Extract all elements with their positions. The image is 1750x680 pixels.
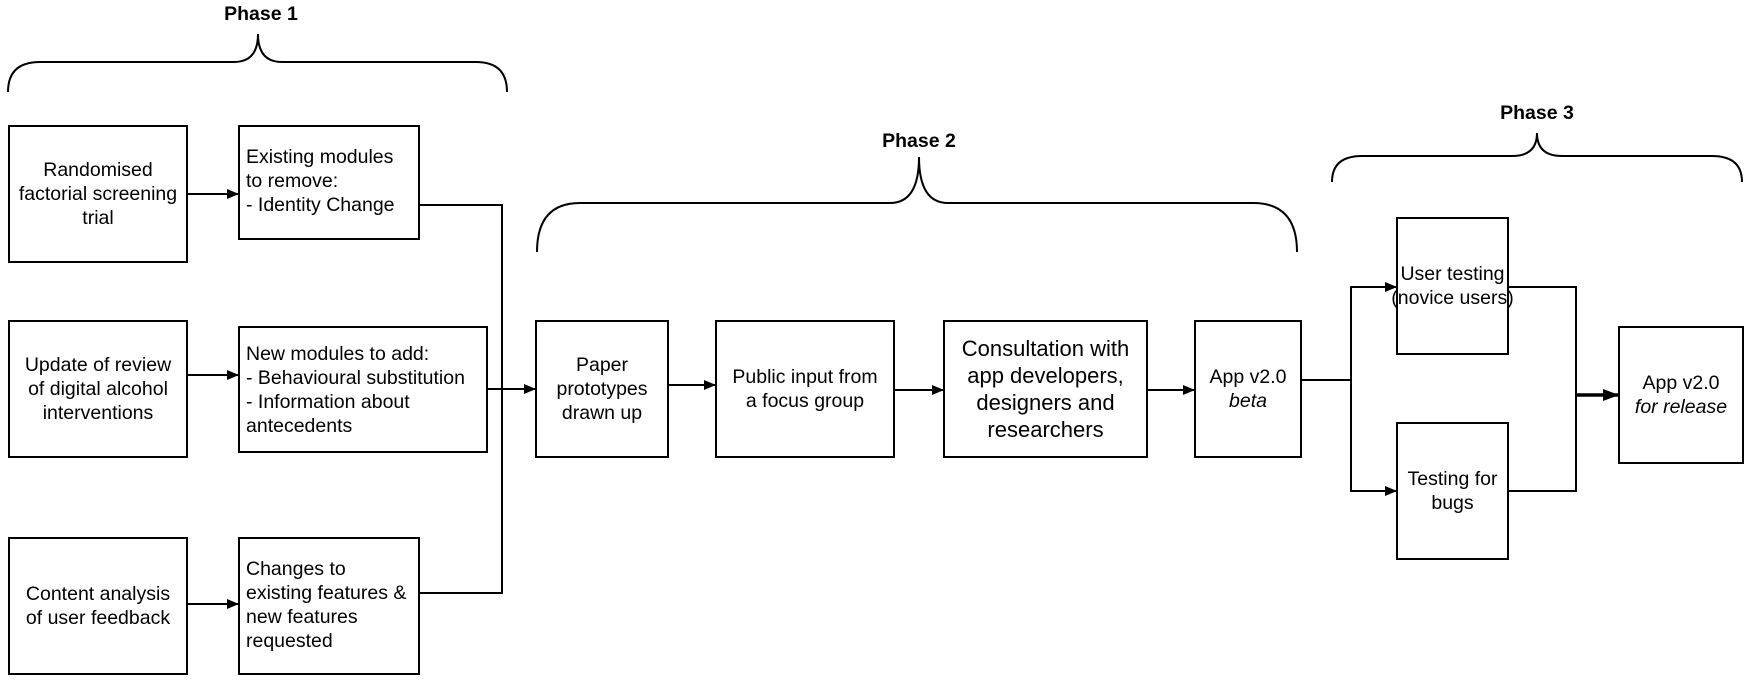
box-factorial-trial-line-2: factorial screening [18, 183, 178, 205]
box-review-update-line-3: interventions [42, 402, 154, 424]
box-bug-testing-line-1: Testing for [1407, 468, 1498, 490]
box-consultation: Consultation with app developers, design… [943, 320, 1148, 458]
box-content-analysis-line-1: Content analysis [25, 583, 171, 605]
phase-3-brace [1331, 132, 1743, 183]
box-factorial-trial-line-3: trial [82, 207, 114, 229]
box-app-release-line-2: for release [1634, 396, 1728, 418]
box-bug-testing: Testing for bugs [1396, 422, 1509, 560]
phase-3-label: Phase 3 [1500, 102, 1574, 124]
box-content-analysis-line-2: of user feedback [25, 607, 171, 629]
box-paper-prototypes-line-1: Paper [575, 354, 629, 376]
box-app-release-line-1: App v2.0 [1642, 372, 1720, 394]
phase-1-label: Phase 1 [224, 3, 298, 25]
box-review-update-line-2: of digital alcohol [28, 378, 168, 400]
box-public-input: Public input from a focus group [715, 320, 895, 458]
box-feature-changes-line-4: requested [246, 630, 333, 652]
box-public-input-line-1: Public input from [732, 366, 878, 388]
arrow-split-to-usertest [1350, 282, 1397, 491]
box-modules-add-line-4: antecedents [246, 414, 353, 437]
box-public-input-line-2: a focus group [745, 390, 865, 412]
box-consultation-line-1: Consultation with [961, 336, 1130, 361]
box-factorial-trial: Randomised factorial screening trial [8, 125, 188, 263]
arrow-split-to-bugs [1350, 380, 1397, 496]
box-modules-remove: Existing modules to remove: - Identity C… [238, 125, 420, 240]
box-consultation-line-3: designers and [976, 390, 1115, 415]
box-app-beta-line-1: App v2.0 [1209, 366, 1287, 388]
box-user-testing-line-2: (novice users) [1391, 287, 1514, 309]
phase-2-label: Phase 2 [882, 130, 956, 152]
box-factorial-trial-line-1: Randomised [43, 159, 153, 181]
box-modules-add: New modules to add: - Behavioural substi… [238, 326, 488, 453]
box-feature-changes: Changes to existing features & new featu… [238, 537, 420, 675]
box-user-testing: User testing (novice users) [1391, 217, 1514, 355]
box-paper-prototypes-line-2: prototypes [556, 378, 648, 400]
box-user-testing-line-1: User testing [1400, 263, 1505, 285]
link-remove-merge [420, 204, 503, 594]
box-review-update: Update of review of digital alcohol inte… [8, 320, 188, 458]
box-app-release: App v2.0 for release [1618, 326, 1744, 464]
box-review-update-line-1: Update of review [24, 354, 172, 376]
box-content-analysis: Content analysis of user feedback [8, 537, 188, 675]
box-bug-testing-line-2: bugs [1431, 492, 1474, 514]
phase-2-brace [536, 156, 1298, 253]
box-app-beta: App v2.0 beta [1194, 320, 1302, 458]
phase-1-brace [7, 33, 508, 93]
box-feature-changes-line-3: new features [246, 606, 358, 628]
box-paper-prototypes-line-3: drawn up [561, 402, 643, 424]
box-paper-prototypes: Paper prototypes drawn up [535, 320, 669, 458]
box-consultation-line-2: app developers, [967, 363, 1124, 388]
box-modules-remove-line-1: Existing modules [246, 146, 394, 168]
box-feature-changes-line-2: existing features & [246, 582, 407, 604]
box-modules-remove-line-2: to remove: [246, 170, 339, 192]
box-modules-add-line-2: - Behavioural substitution [246, 366, 465, 389]
box-modules-add-line-3: - Information about [246, 390, 410, 413]
box-feature-changes-line-1: Changes to [246, 558, 346, 580]
box-modules-remove-line-3: - Identity Change [246, 194, 395, 216]
box-app-beta-line-2: beta [1229, 390, 1267, 412]
box-consultation-line-4: researchers [987, 417, 1104, 442]
box-modules-add-line-1: New modules to add: [246, 342, 430, 365]
link-usertest-join [1509, 286, 1577, 492]
